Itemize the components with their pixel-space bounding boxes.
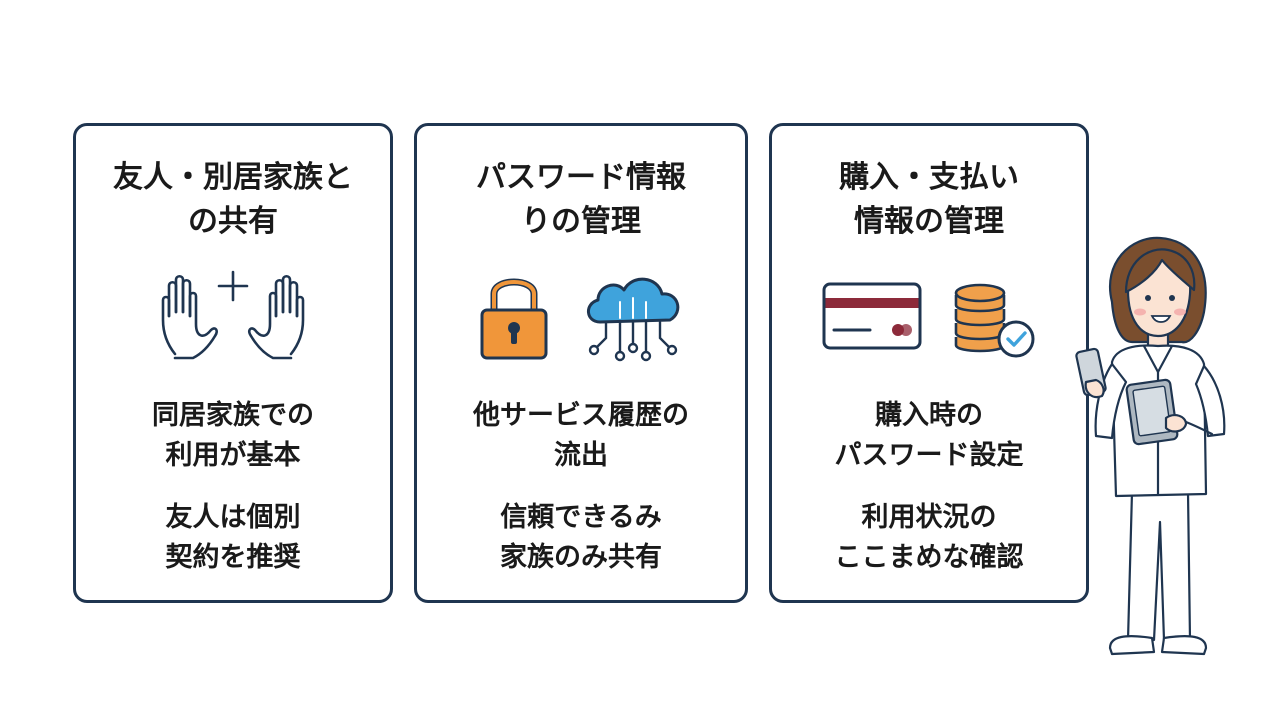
hand-left-icon	[161, 274, 218, 360]
card-payment-management: 購入・支払い 情報の管理 購入時の パスワード設定 利用状況の ここ	[769, 123, 1089, 603]
card-password-management: パスワード情報 りの管理	[414, 123, 748, 603]
card-title-line-1: 友人・別居家族と	[113, 160, 353, 195]
cloud-network-icon	[587, 277, 680, 362]
card-title: 購入・支払い 情報の管理	[772, 156, 1086, 244]
padlock-icon	[480, 278, 548, 360]
hands-plus-icon	[161, 270, 305, 360]
card-title-line-1: 購入・支払い	[839, 160, 1019, 195]
point-line-2: 利用が基本	[165, 440, 301, 471]
point-line-2: 契約を推奨	[165, 542, 301, 573]
credit-card-icon	[822, 282, 922, 350]
hand-right-icon	[248, 274, 305, 360]
card-title-line-2: 情報の管理	[854, 204, 1004, 239]
point-line-2: 流出	[554, 440, 608, 471]
card-point-2: 信頼できるみ 家族のみ共有	[417, 498, 745, 578]
card-point-1: 購入時の パスワード設定	[772, 396, 1086, 476]
card-icons	[417, 266, 745, 366]
point-line-2: 家族のみ共有	[500, 542, 662, 573]
card-title: パスワード情報 りの管理	[417, 156, 745, 244]
point-line-1: 利用状況の	[861, 502, 997, 533]
card-title-line-1: パスワード情報	[476, 160, 686, 195]
card-title-line-2: の共有	[188, 204, 278, 239]
point-line-2: パスワード設定	[834, 440, 1024, 471]
point-line-2: ここまめな確認	[834, 542, 1024, 573]
woman-with-devices-illustration	[1075, 236, 1226, 656]
card-title: 友人・別居家族と の共有	[76, 156, 390, 244]
card-title-line-2: りの管理	[521, 204, 641, 239]
coin-stack-check-icon	[954, 283, 1035, 358]
point-line-1: 友人は個別	[165, 502, 301, 533]
plus-icon	[217, 270, 249, 302]
point-line-1: 購入時の	[875, 400, 983, 431]
card-point-1: 同居家族での 利用が基本	[76, 396, 390, 476]
card-icons	[772, 266, 1086, 366]
card-point-2: 利用状況の ここまめな確認	[772, 498, 1086, 578]
card-point-2: 友人は個別 契約を推奨	[76, 498, 390, 578]
point-line-1: 信頼できるみ	[500, 502, 662, 533]
card-sharing-with-friends: 友人・別居家族と の共有	[73, 123, 393, 603]
card-point-1: 他サービス履歴の 流出	[417, 396, 745, 476]
card-icons	[76, 266, 390, 366]
point-line-1: 他サービス履歴の	[473, 400, 689, 431]
point-line-1: 同居家族での	[152, 400, 314, 431]
